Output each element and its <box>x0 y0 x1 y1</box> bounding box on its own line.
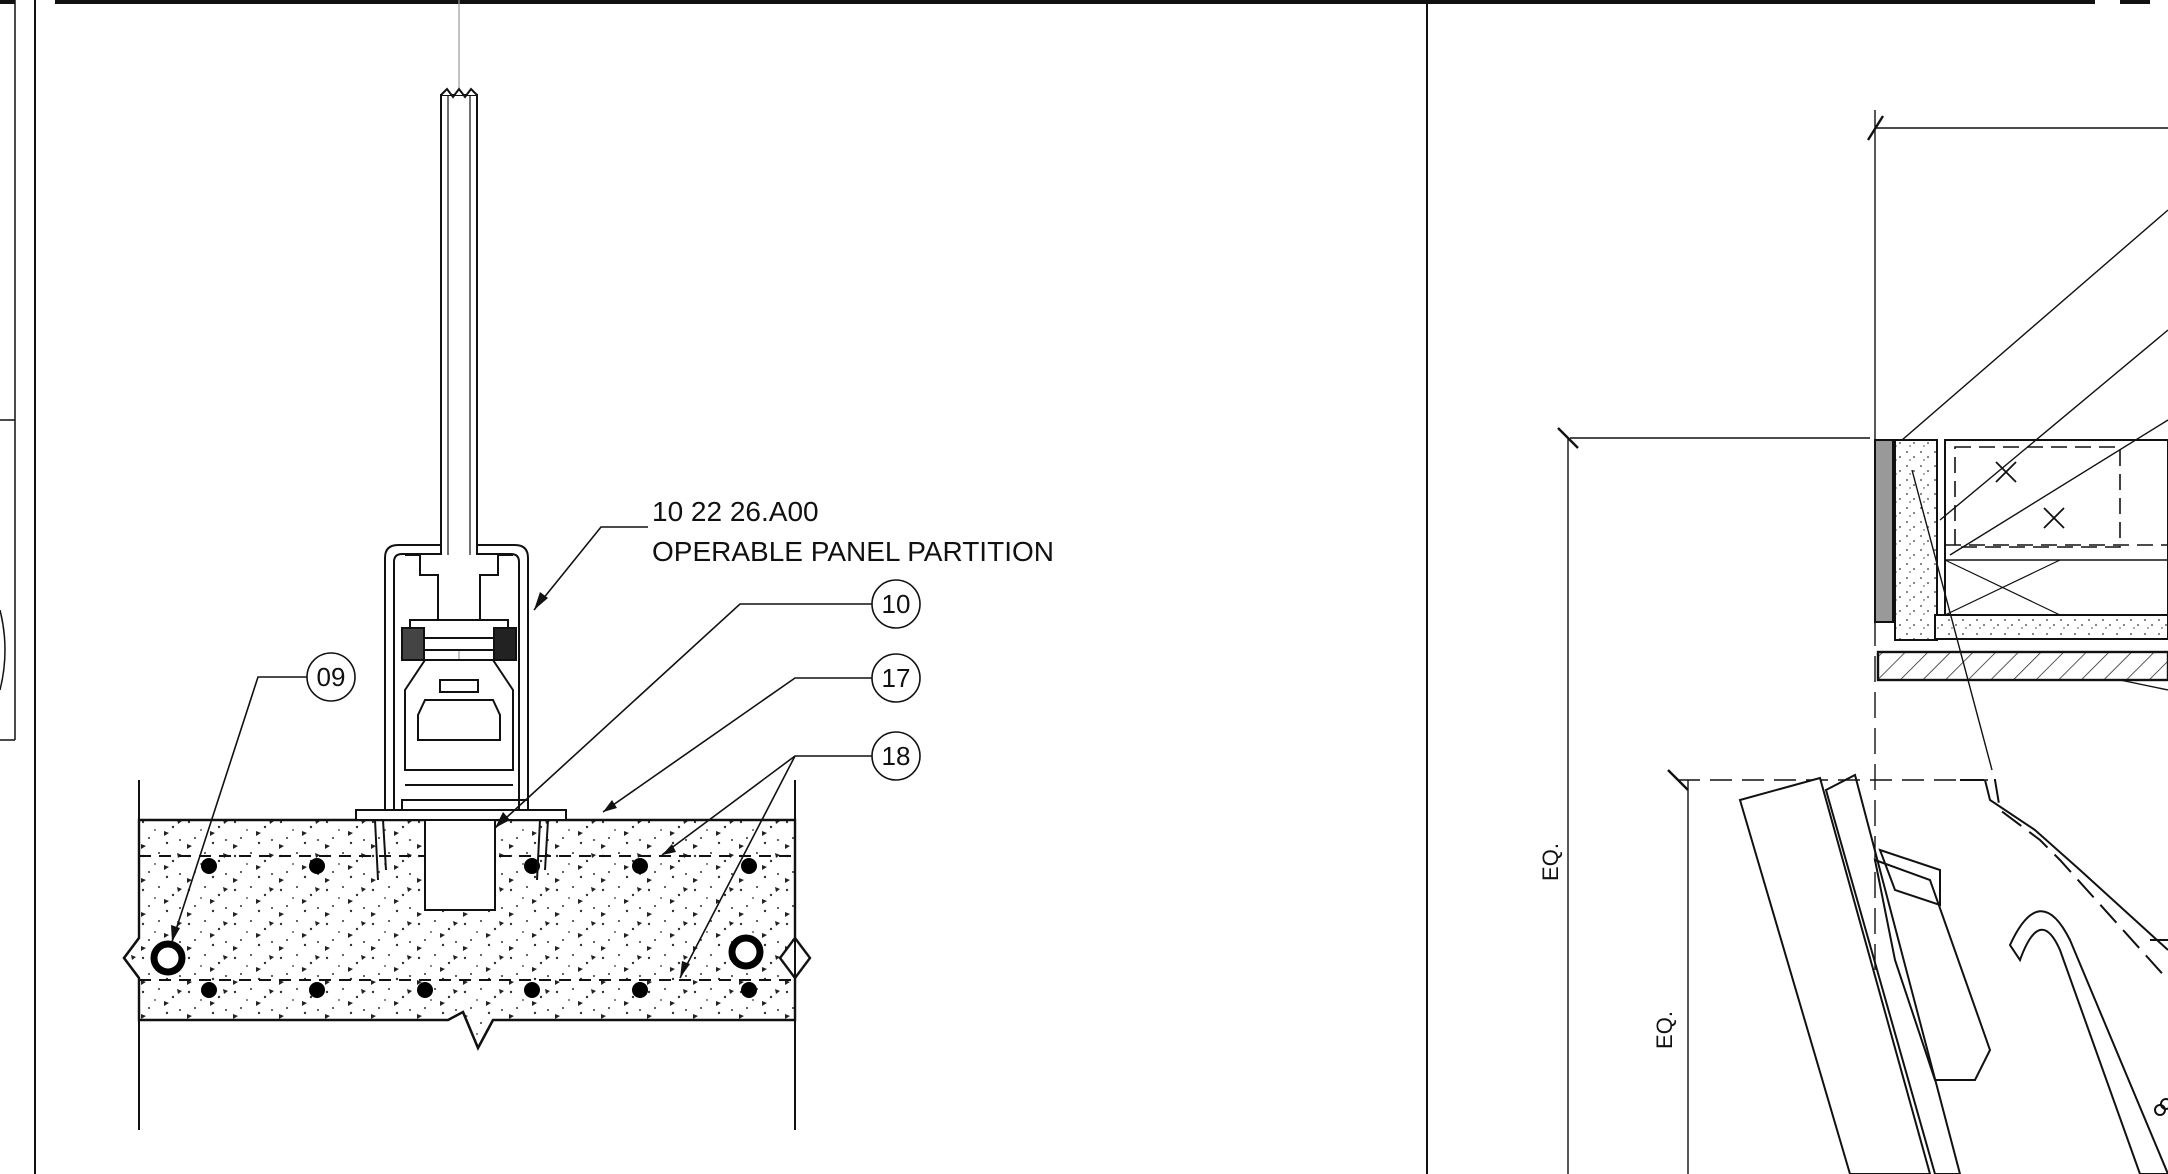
keynote-tag-17-label: 17 <box>882 663 911 693</box>
left-detail: 10 22 26.A00 OPERABLE PANEL PARTITION 09… <box>122 0 1054 1130</box>
guide-wheel-left <box>401 627 425 661</box>
leader-keynote-17 <box>602 677 872 813</box>
soffit-hatched-sill <box>1876 650 2168 682</box>
leader-arrowheads <box>171 592 690 978</box>
keynote-tag-17: 17 <box>871 653 921 703</box>
slab-break-bottom <box>447 1010 495 1051</box>
track-pocket <box>424 819 496 911</box>
partition-note-title: OPERABLE PANEL PARTITION <box>652 536 1054 567</box>
right-detail: EQ. EQ. <box>1538 110 2168 1174</box>
keynote-tag-09: 09 <box>306 652 356 702</box>
anchor-left-b <box>382 819 387 871</box>
keynote-tag-10: 10 <box>871 579 921 629</box>
soffit-base-stipple <box>1934 614 2168 640</box>
left-margin-arc <box>0 609 6 691</box>
soffit-box-dashed <box>1954 446 2121 548</box>
guide-wheel-right <box>493 627 517 661</box>
leader-keynote-18b <box>679 755 796 979</box>
anchor-right-b <box>544 819 549 871</box>
leader-partition-note <box>533 526 648 611</box>
concrete-slab <box>122 818 812 1051</box>
track-mechanism <box>404 554 514 786</box>
anchor-left <box>374 819 379 881</box>
partition-note-section: 10 22 26.A00 <box>652 496 819 527</box>
right-leaders <box>1901 209 2168 771</box>
rebar-top-bars <box>201 858 757 874</box>
track-base-plate <box>355 809 567 821</box>
dim-label-eq-2: EQ. <box>1652 1011 1677 1049</box>
stacked-panels <box>1738 773 2168 1174</box>
partition-panel <box>440 87 478 626</box>
soffit-trim <box>1874 439 1894 623</box>
leader-keynote-09 <box>171 676 307 943</box>
slab-break-right <box>794 937 812 979</box>
blocking-diag-2 <box>1944 559 2061 616</box>
blocking-x-2b <box>2043 507 2065 529</box>
keynote-tag-18-label: 18 <box>882 741 911 771</box>
anchor-right <box>536 819 541 881</box>
leader-keynote-10 <box>494 603 872 829</box>
rebar-bottom-bars <box>201 982 757 998</box>
keynote-tag-09-label: 09 <box>317 662 346 692</box>
dim-label-eq-1: EQ. <box>1538 843 1563 881</box>
conduit-right <box>728 934 764 970</box>
slab-break-left <box>122 937 140 979</box>
leaders <box>171 526 872 979</box>
keynote-tag-18: 18 <box>871 731 921 781</box>
blocking-x-1b <box>1995 461 2017 483</box>
dim-tick-2 <box>1667 769 1689 791</box>
conduit-left <box>150 940 186 976</box>
keynote-tag-10-label: 10 <box>882 589 911 619</box>
soffit-box <box>1944 439 2168 616</box>
